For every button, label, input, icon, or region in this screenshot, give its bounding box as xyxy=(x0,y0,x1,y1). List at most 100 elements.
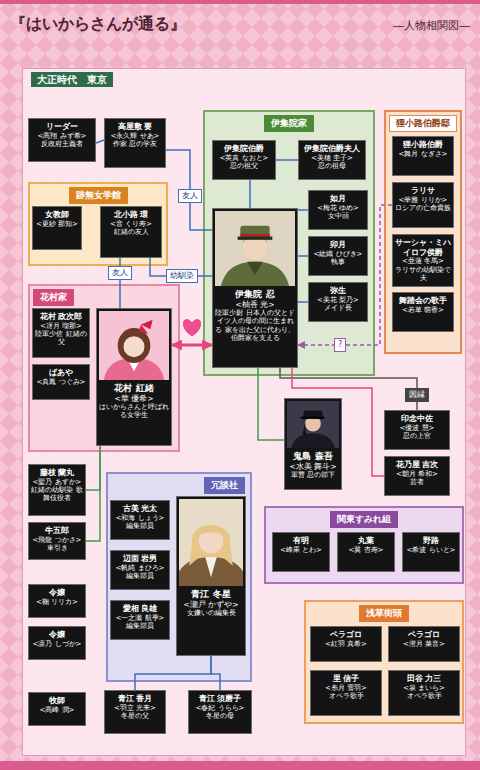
character-box: ペラゴロ<澄月 菜音> xyxy=(388,626,460,662)
role-note: 女嫌いの編集長 xyxy=(179,609,243,617)
edge-label-anchor: 友人 xyxy=(178,189,202,203)
page-heading: 『はいからさんが通る』―人物相関図― xyxy=(0,0,480,60)
region-tab: 大正時代 東京 xyxy=(31,72,113,87)
role-note: 執事 xyxy=(311,258,365,266)
actor-name: <美花 梨乃> xyxy=(311,296,365,304)
character-box: 印念中佐<優波 慧>忍の上官 xyxy=(384,410,450,450)
character-box: 牛五郎<飛龍 つかさ>車引き xyxy=(28,522,86,560)
character-box: 令嬢<凛乃 しづか> xyxy=(28,626,86,660)
portrait-card: 花村 紅緒<華 優希>はいからさんと呼ばれる女学生 xyxy=(96,308,172,446)
portrait-photo xyxy=(99,311,169,380)
actor-name: <凛乃 しづか> xyxy=(31,640,83,648)
character-name: 令嬢 xyxy=(31,630,83,640)
portrait-photo xyxy=(179,499,243,586)
actor-name: <高翔 みず希> xyxy=(31,132,93,140)
relation-label: 友人 xyxy=(178,189,202,203)
role-note: 紅緒の友人 xyxy=(103,228,159,236)
character-name: 弥生 xyxy=(311,286,365,296)
relation-label: 友人 xyxy=(108,266,132,280)
group-heading: 浅草街頭 xyxy=(359,605,409,622)
character-name: 有明 xyxy=(275,536,327,546)
relation-line xyxy=(280,368,417,410)
actor-name: <聖乃 あすか> xyxy=(31,478,83,486)
character-box: 北小路 環<音 くり寿>紅緒の友人 xyxy=(100,206,162,258)
actor-name: <朝月 希和> xyxy=(387,470,447,478)
character-name: 愛相 良雄 xyxy=(113,604,167,614)
character-name: 鬼島 森吾 xyxy=(287,451,339,462)
character-box: 青江 須磨子<春妃 うらら>冬星の母 xyxy=(188,690,252,734)
character-name: 狸小路伯爵 xyxy=(395,140,451,150)
character-box: 伊集院伯爵夫人<美穂 圭子>忍の祖母 xyxy=(298,140,366,180)
character-name: 伊集院 忍 xyxy=(215,289,295,300)
group-box: 浅草街頭ペラゴロ<紅羽 真希>ペラゴロ<澄月 菜音>里 信子<糸月 雪羽>オペラ… xyxy=(304,600,464,724)
actor-name: <一之瀬 航季> xyxy=(113,614,167,622)
character-box: ばあや<真鳳 つぐみ> xyxy=(32,364,90,400)
edge-label-anchor: 因縁 xyxy=(405,388,429,402)
portrait-card: 伊集院 忍<柚香 光>陸軍少尉 日本人の父とドイツ人の母の間に生まれる 家を出た… xyxy=(212,208,298,368)
character-box: 里 信子<糸月 雪羽>オペラ歌手 xyxy=(310,670,382,716)
actor-name: <翼 杏寿> xyxy=(340,546,392,554)
actor-name: <優波 慧> xyxy=(387,424,447,432)
character-box: 高屋敷 要<永久輝 せあ>作家 忍の学友 xyxy=(104,118,166,168)
role-note: 紅緒の幼馴染 歌舞伎役者 xyxy=(31,486,83,503)
character-box: 女教師<更紗 那知> xyxy=(32,206,82,250)
character-box: 愛相 良雄<一之瀬 航季>編集部員 xyxy=(110,600,170,640)
role-note: 芸者 xyxy=(387,478,447,486)
character-box: 野路<希波 らいと> xyxy=(402,532,460,572)
relation-line xyxy=(298,255,308,257)
character-box: ペラゴロ<紅羽 真希> xyxy=(310,626,382,662)
actor-name: <音 くり寿> xyxy=(103,220,159,228)
character-name: 花乃屋 吉次 xyxy=(387,460,447,470)
actor-name: <紅羽 真希> xyxy=(313,640,379,648)
edge-label-anchor: ? xyxy=(334,338,346,352)
character-name: 伊集院伯爵夫人 xyxy=(301,144,363,154)
character-name: サーシャ・ミハイロフ侯爵 xyxy=(395,238,451,257)
group-box: 狸小路伯爵邸狸小路伯爵<舞月 なぎさ>ラリサ<華雅 りりか>ロシアの亡命貴族サー… xyxy=(384,110,462,354)
character-box: 田谷 力三<泉 まいら>オペラ歌手 xyxy=(388,670,460,716)
character-name: 青江 冬星 xyxy=(179,589,243,600)
relation-line xyxy=(86,446,100,490)
character-name: 女教師 xyxy=(35,210,79,220)
character-box: 令嬢<鞠 リリカ> xyxy=(28,584,86,618)
role-note: オペラ歌手 xyxy=(391,692,457,700)
character-name: 北小路 環 xyxy=(103,210,159,220)
character-box: 辺面 岩男<帆純 まひろ>編集部員 xyxy=(110,550,170,590)
actor-name: <柚香 光> xyxy=(215,300,295,309)
group-heading: 狸小路伯爵邸 xyxy=(389,115,457,132)
top-stripe xyxy=(0,0,480,4)
character-name: 花村 紅緒 xyxy=(99,383,169,394)
role-note: ラリサの幼馴染で夫 xyxy=(395,266,451,283)
character-name: 丸葉 xyxy=(340,536,392,546)
relation-line xyxy=(292,368,384,476)
relation-line xyxy=(96,140,104,143)
actor-name: <春妃 うらら> xyxy=(191,704,249,712)
character-box: 有明<峰果 とわ> xyxy=(272,532,330,572)
relation-line xyxy=(298,209,308,211)
character-box: 丸葉<翼 杏寿> xyxy=(337,532,395,572)
relation-line xyxy=(211,656,220,690)
relation-line xyxy=(166,150,212,230)
group-heading: 跡無女学館 xyxy=(69,187,128,204)
actor-name: <希波 らいと> xyxy=(405,546,457,554)
character-box: 狸小路伯爵<舞月 なぎさ> xyxy=(392,136,454,176)
actor-name: <冴月 瑠那> xyxy=(35,322,87,330)
role-note: 編集部員 xyxy=(113,622,167,630)
character-box: 如月<梅花 ゆめ>女中頭 xyxy=(308,190,368,230)
actor-name: <亜蓮 冬馬> xyxy=(395,257,451,265)
actor-name: <泉 まいら> xyxy=(391,684,457,692)
relation-line xyxy=(298,301,308,303)
heart-symbol xyxy=(182,318,201,337)
group-heading: 冗談社 xyxy=(204,477,245,494)
character-box: 伊集院伯爵<英真 なおと>忍の祖父 xyxy=(212,140,276,180)
actor-name: <紘織 ひびき> xyxy=(311,250,365,258)
character-box: 藤枝 蘭丸<聖乃 あすか>紅緒の幼馴染 歌舞伎役者 xyxy=(28,464,86,516)
character-name: 野路 xyxy=(405,536,457,546)
bottom-stripe xyxy=(0,761,480,770)
diagram-title: 『はいからさんが通る』 xyxy=(10,14,186,35)
relation-label: ? xyxy=(334,338,346,352)
group-box: 冗談社古美 光太<和海 しょう>編集部員辺面 岩男<帆純 まひろ>編集部員愛相 … xyxy=(106,472,252,682)
character-box: 弥生<美花 梨乃>メイド長 xyxy=(308,282,368,322)
relation-line xyxy=(86,446,100,541)
role-note: 冬星の父 xyxy=(107,712,163,720)
